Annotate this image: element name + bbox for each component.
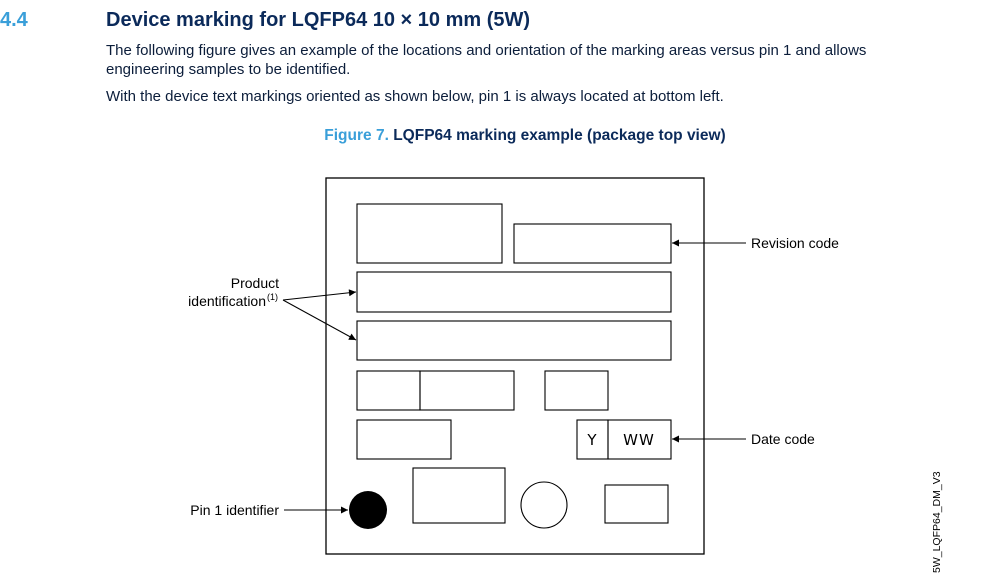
marking-area-product-line-2 [356, 320, 672, 361]
product-id-leader-2 [282, 299, 357, 341]
marking-area-row5-a [356, 419, 452, 460]
figure-caption: Figure 7. LQFP64 marking example (packag… [0, 127, 999, 145]
pin1-dot [349, 491, 387, 529]
mold-circle [520, 481, 568, 529]
marking-area-product-line-1 [356, 271, 672, 313]
figure-number: Figure 7. [324, 127, 389, 144]
marking-area-top-left [356, 203, 503, 264]
product-id-leader-1 [282, 289, 357, 301]
marking-area-row4-a [356, 370, 421, 411]
section-number: 4.4 [0, 9, 28, 31]
product-identification-label-line1: Product [231, 275, 279, 291]
date-code-year: Y [586, 431, 597, 449]
marking-area-revision [513, 223, 672, 264]
section-title: Device marking for LQFP64 10 × 10 mm (5W… [106, 9, 531, 31]
figure-side-reference: 5W_LQFP64_DM_V3 [931, 471, 943, 573]
marking-area-row4-b [419, 370, 515, 411]
product-identification-note: (1) [267, 292, 278, 302]
date-code-week-box [607, 419, 672, 460]
date-code-week: WW [623, 431, 655, 449]
marking-area-bottom-middle [412, 467, 506, 524]
paragraph-intro: The following figure gives an example of… [106, 42, 867, 78]
paragraph-orientation: With the device text markings oriented a… [106, 88, 724, 105]
package-outline [325, 177, 705, 555]
pin1-identifier-label: Pin 1 identifier [190, 502, 279, 518]
marking-area-row4-c [544, 370, 609, 411]
figure-caption-text: LQFP64 marking example (package top view… [393, 127, 726, 144]
marking-area-bottom-right [604, 484, 669, 524]
date-code-label: Date code [751, 431, 815, 447]
revision-code-label: Revision code [751, 235, 839, 251]
product-identification-label-line2: identification [188, 293, 266, 309]
